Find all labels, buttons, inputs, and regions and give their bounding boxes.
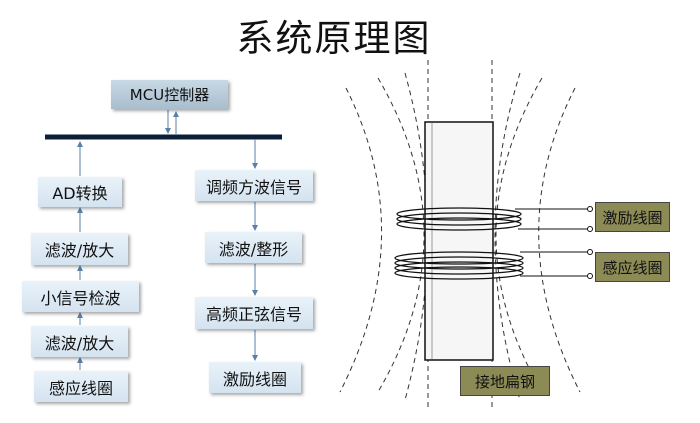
diagram-title: 系统原理图 — [236, 17, 432, 60]
induction-coil-label: 感应线圈 — [595, 252, 670, 282]
lead-terminals — [587, 206, 593, 279]
excitation-coil — [396, 207, 522, 231]
coil-leads — [515, 208, 588, 277]
right-box-sine: 高频正弦信号 — [195, 297, 313, 329]
left-box-filter-2: 滤波/放大 — [31, 326, 128, 357]
right-box-filter-shape: 滤波/整形 — [205, 232, 302, 263]
mcu-controller-box: MCU控制器 — [111, 80, 228, 109]
left-box-detector: 小信号检波 — [22, 281, 139, 312]
steel-bar — [424, 121, 494, 361]
excitation-coil-label: 激励线圈 — [595, 202, 670, 232]
induction-coil — [394, 251, 524, 280]
left-box-filter-1: 滤波/放大 — [31, 233, 128, 265]
grounded-steel-label: 接地扁钢 — [460, 366, 550, 396]
right-box-square-wave: 调频方波信号 — [195, 170, 313, 201]
right-box-excitation-coil: 激励线圈 — [209, 362, 301, 393]
left-box-sensor-coil: 感应线圈 — [34, 371, 128, 402]
left-box-ad: AD转换 — [38, 177, 122, 207]
